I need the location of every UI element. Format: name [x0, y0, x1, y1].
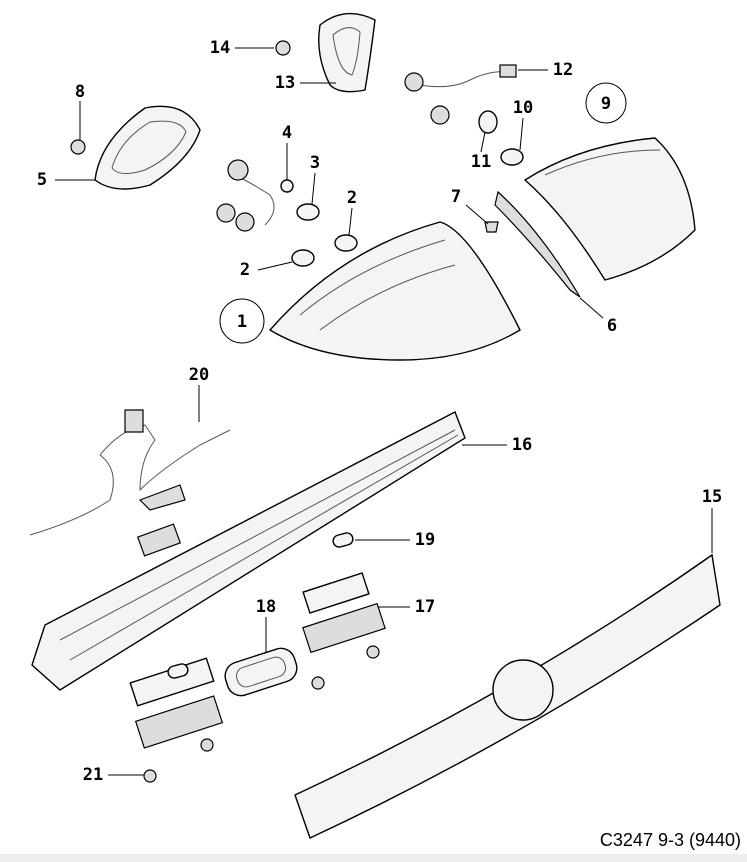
bulb-part-10[interactable] [500, 148, 524, 166]
callout-20: 20 [189, 365, 209, 385]
lamp-bracket-part-6[interactable] [494, 190, 581, 298]
callout-13: 13 [275, 73, 295, 93]
callout-3: 3 [310, 153, 320, 173]
callout-4: 4 [282, 123, 292, 143]
callout-6: 6 [607, 316, 617, 336]
handle-bar-part-16[interactable] [31, 411, 466, 691]
callout-5: 5 [37, 170, 47, 190]
gasket-part-18[interactable] [222, 645, 301, 700]
callout-11: 11 [471, 152, 491, 172]
bulb-part-11[interactable] [478, 110, 498, 134]
bulb-holder-part-4[interactable] [216, 159, 294, 232]
wiring-harness-part-20[interactable] [29, 409, 231, 557]
callout-circle-9 [585, 82, 627, 124]
bottom-strip [0, 854, 747, 862]
callout-8: 8 [75, 82, 85, 102]
nuts[interactable] [143, 645, 380, 783]
diagram-code: C3247 9-3 (9440) [599, 830, 741, 850]
nut-part-14[interactable] [275, 40, 291, 56]
callout-12: 12 [553, 60, 573, 80]
callout-15: 15 [702, 487, 722, 507]
callout-7: 7 [451, 187, 461, 207]
callout-1: 1 [237, 312, 247, 332]
screw-part-7[interactable] [484, 221, 499, 233]
gasket-part-5[interactable] [94, 105, 201, 190]
tail-lamp-part-1[interactable] [268, 221, 521, 361]
bulb-part-19[interactable] [332, 532, 354, 549]
trim-strip-part-15[interactable] [294, 553, 721, 839]
callout-17: 17 [415, 597, 435, 617]
callout-2: 2 [347, 188, 357, 208]
callout-9: 9 [601, 94, 611, 114]
nut-part-8[interactable] [70, 139, 86, 155]
callout-21: 21 [83, 765, 103, 785]
leader-lines [55, 47, 713, 776]
tail-lamp-part-9[interactable] [523, 137, 696, 281]
license-lamp-part-17[interactable] [134, 602, 386, 749]
callout-2: 2 [240, 260, 250, 280]
callout-18: 18 [256, 597, 276, 617]
callout-10: 10 [513, 98, 533, 118]
gasket-part-13[interactable] [318, 12, 376, 93]
bulb-part-3[interactable] [296, 203, 320, 221]
callout-circle-1 [219, 298, 265, 344]
bulb-part-2b[interactable] [291, 249, 315, 267]
callout-16: 16 [512, 435, 532, 455]
callout-19: 19 [415, 530, 435, 550]
lamp-lens-plate[interactable] [129, 572, 370, 707]
bulb-part-2a[interactable] [334, 234, 358, 252]
bulb[interactable] [167, 663, 189, 680]
nut-part-21 [143, 769, 157, 783]
callout-14: 14 [210, 38, 230, 58]
bulb-holder-part-12[interactable] [404, 64, 517, 125]
